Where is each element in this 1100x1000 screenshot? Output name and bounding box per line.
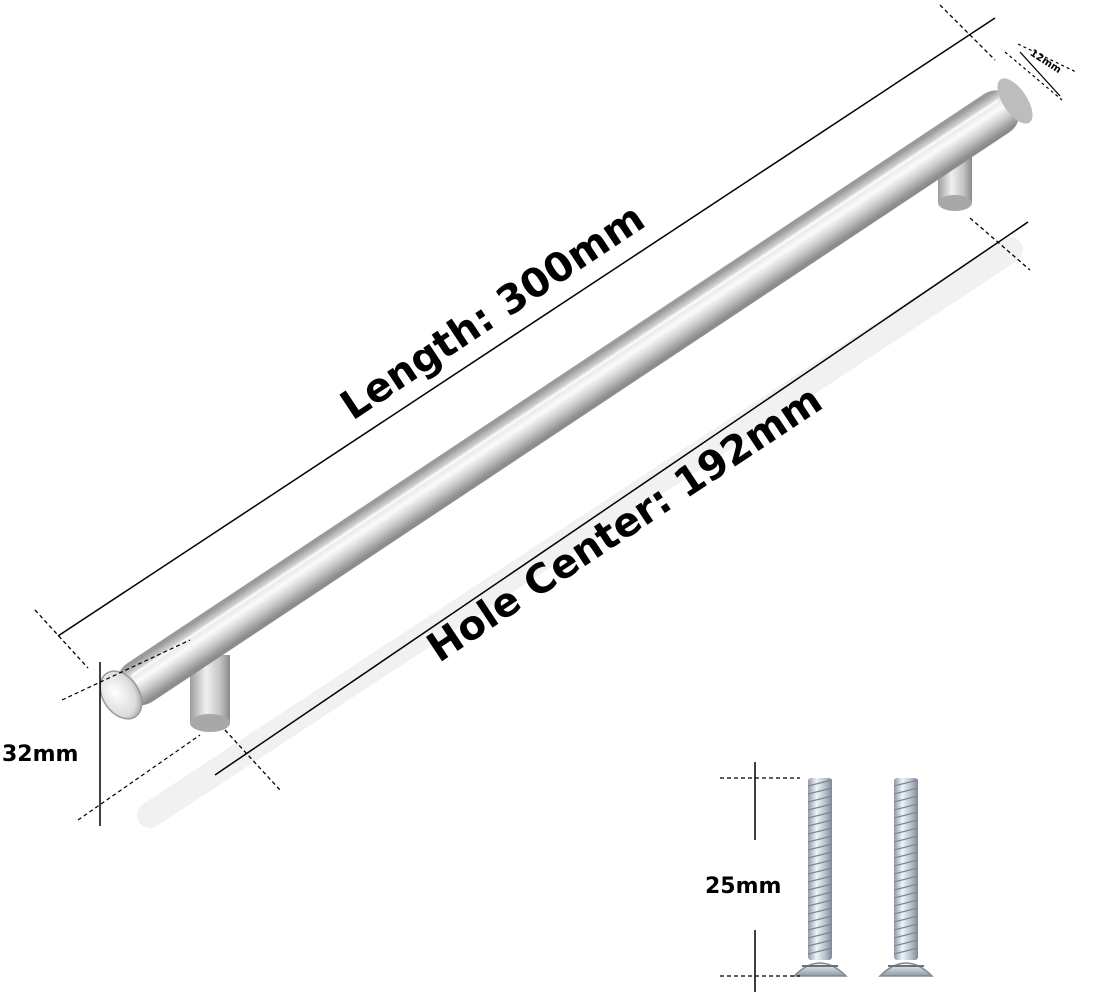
screw-right [878,778,934,977]
screw-left [792,778,848,977]
handle-end-cap-left [99,670,143,720]
hole-center-dimension [214,217,1031,791]
height-label: 32mm [2,742,78,767]
diameter-dimension [1004,43,1077,101]
screw-length-dimension [720,762,800,992]
screw-length-label: 25mm [705,874,781,899]
height-dimension [61,639,201,826]
handle-end-cap-right [997,78,1033,124]
hole-center-label: Hole Center: 192mm [419,377,830,672]
handle-bar [117,90,1020,706]
diameter-label: 12mm [1028,48,1063,76]
length-dimension [34,4,996,669]
